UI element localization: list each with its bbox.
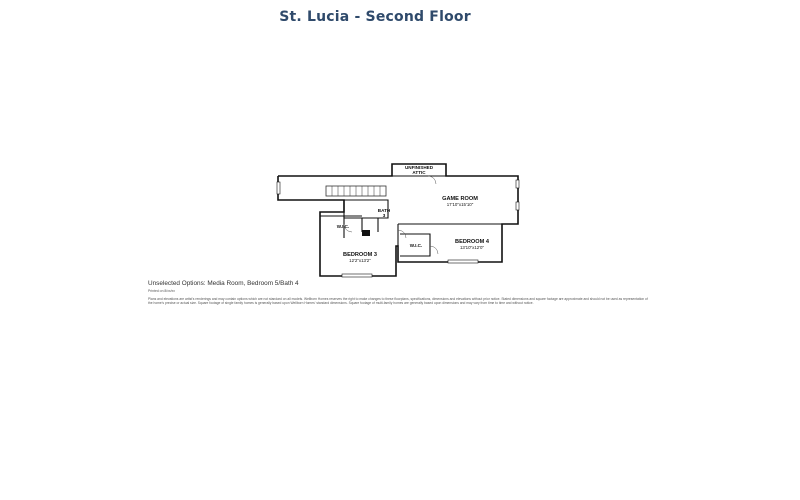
attic-label-line1: UNFINISHED <box>405 165 434 170</box>
attic-label-line2: ATTIC <box>412 170 426 175</box>
bedroom3-dims: 12'2"x13'2" <box>349 258 371 263</box>
game-room-label: GAME ROOM <box>442 196 478 202</box>
wic-left-label: W.I.C. <box>337 224 350 229</box>
interior-walls <box>320 175 502 257</box>
floor-plan: UNFINISHED ATTIC GAME ROOM 17'10"x15'10"… <box>270 158 530 280</box>
bedroom3-label: BEDROOM 3 <box>343 252 377 258</box>
bedroom4-dims: 13'10"x12'0" <box>460 245 485 250</box>
disclaimer-text: Plans and elevations are artist's render… <box>148 297 648 306</box>
windows <box>276 179 520 278</box>
doors <box>343 175 439 255</box>
unselected-options-note: Unselected Options: Media Room, Bedroom … <box>148 280 299 287</box>
bath-label: BATH <box>378 208 391 213</box>
wic-right-label: W.I.C. <box>410 243 423 248</box>
printed-note: Printed on 8/xx/xx <box>148 289 175 293</box>
bath-number: 3 <box>383 213 386 218</box>
linen-fixture <box>362 230 370 236</box>
staircase <box>325 185 387 197</box>
exterior-walls <box>277 163 519 277</box>
bedroom4-label: BEDROOM 4 <box>455 239 490 245</box>
game-room-dims: 17'10"x15'10" <box>447 202 474 207</box>
page-title: St. Lucia - Second Floor <box>279 9 471 25</box>
floor-plan-drawing: UNFINISHED ATTIC GAME ROOM 17'10"x15'10"… <box>276 163 520 278</box>
